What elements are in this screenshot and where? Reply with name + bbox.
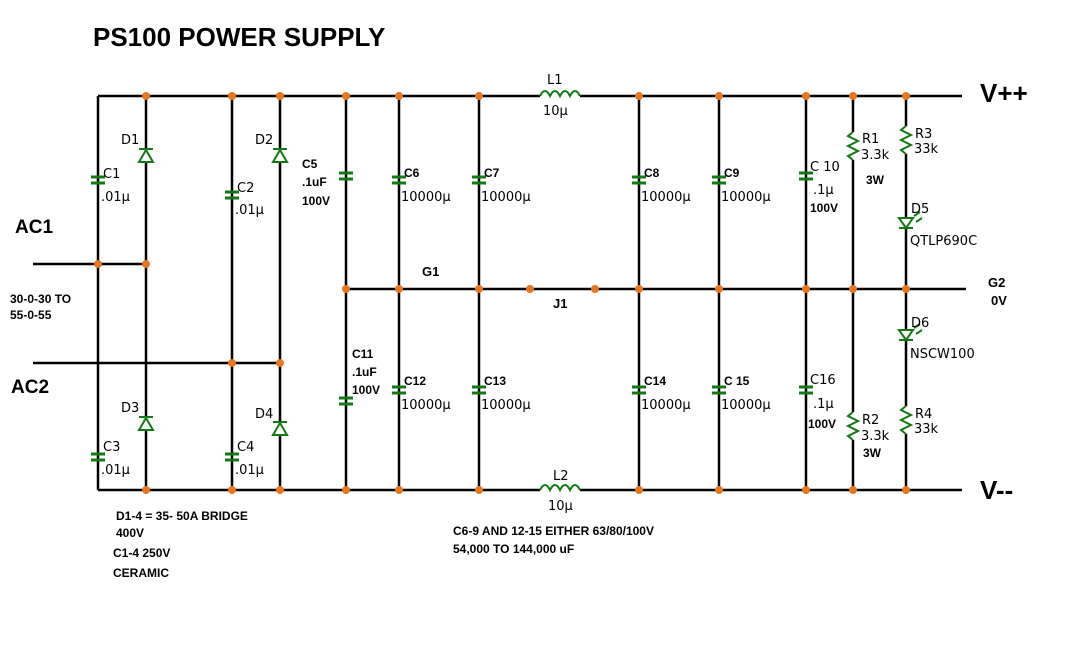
resistor-r2 xyxy=(845,411,861,441)
resistor-r2-wattage: 3W xyxy=(863,446,882,460)
cap-c10-voltage: 100V xyxy=(810,201,838,215)
ceramic-note-line2: CERAMIC xyxy=(113,566,169,580)
bridge-note-line2: 400V xyxy=(116,526,144,540)
transformer-note-line1: 30-0-30 TO xyxy=(10,292,71,306)
bridge-note-line1: D1-4 = 35- 50A BRIDGE xyxy=(116,509,248,523)
diode-d1 xyxy=(137,148,155,163)
junction-dots xyxy=(94,92,910,494)
bulk-caps-note-line2: 54,000 TO 144,000 uF xyxy=(453,542,574,556)
led-d6-part: NSCW100 xyxy=(910,347,975,362)
inductor-l2-label: L2 xyxy=(553,469,569,484)
cap-c4-label: C4 xyxy=(237,440,254,455)
led-d5 xyxy=(897,211,923,230)
cap-c11-voltage: 100V xyxy=(352,383,380,397)
diode-d2 xyxy=(271,148,289,163)
cap-c13-label: C13 xyxy=(484,374,506,388)
cap-c10-label: C 10 xyxy=(810,160,840,175)
inductor-l2-value: 10µ xyxy=(548,499,573,514)
cap-c16-label: C16 xyxy=(810,373,836,388)
led-d6-label: D6 xyxy=(911,316,929,331)
diode-d4 xyxy=(271,421,289,436)
resistor-r1 xyxy=(845,131,861,161)
diode-d2-label: D2 xyxy=(255,133,273,148)
diode-d3 xyxy=(137,416,155,431)
bulk-caps-note-line1: C6-9 AND 12-15 EITHER 63/80/100V xyxy=(453,524,654,538)
transformer-note-line2: 55-0-55 xyxy=(10,308,52,322)
cap-c14-label: C14 xyxy=(644,374,666,388)
cap-c3-label: C3 xyxy=(103,440,120,455)
resistor-r2-value: 3.3k xyxy=(861,429,890,444)
resistor-r3 xyxy=(898,125,914,155)
ceramic-note-line1: C1-4 250V xyxy=(113,546,170,560)
cap-c8-value: 10000µ xyxy=(641,190,691,205)
rail-label-vpp: V++ xyxy=(980,78,1028,108)
cap-c6-label: C6 xyxy=(404,166,420,180)
input-label-ac1: AC1 xyxy=(15,217,53,238)
diode-d3-label: D3 xyxy=(121,401,139,416)
cap-c16-value: .1µ xyxy=(813,397,834,412)
cap-c5-value: .1uF xyxy=(302,175,327,189)
inductor-l1-label: L1 xyxy=(547,73,563,88)
cap-c5-label: C5 xyxy=(302,157,318,171)
inductor-l1-value: 10µ xyxy=(543,104,568,119)
rail-label-vmm: V-- xyxy=(980,475,1013,505)
cap-c7-value: 10000µ xyxy=(481,190,531,205)
cap-c12-value: 10000µ xyxy=(401,398,451,413)
cap-c15-label: C 15 xyxy=(724,374,750,388)
cap-c5-voltage: 100V xyxy=(302,194,330,208)
resistor-r2-label: R2 xyxy=(862,413,879,428)
resistor-r4-value: 33k xyxy=(914,422,939,437)
resistor-r4 xyxy=(898,405,914,435)
cap-c3-value: .01µ xyxy=(101,463,130,478)
resistor-r1-wattage: 3W xyxy=(866,173,885,187)
cap-c11-label: C11 xyxy=(352,347,374,361)
cap-c8-label: C8 xyxy=(644,166,660,180)
cap-c6-value: 10000µ xyxy=(401,190,451,205)
resistor-r4-label: R4 xyxy=(915,407,932,422)
cap-c11-value: .1uF xyxy=(352,365,377,379)
cap-c7-label: C7 xyxy=(484,166,500,180)
resistor-r1-label: R1 xyxy=(862,132,879,147)
diode-d1-label: D1 xyxy=(121,133,139,148)
capacitor-symbols xyxy=(89,171,815,462)
cap-c15-value: 10000µ xyxy=(721,398,771,413)
rail-label-g2: G2 xyxy=(988,275,1005,290)
rail-label-g1: G1 xyxy=(422,264,439,279)
inductor-l2 xyxy=(539,484,581,493)
cap-c9-value: 10000µ xyxy=(721,190,771,205)
led-d5-part: QTLP690C xyxy=(910,234,977,249)
led-d6 xyxy=(897,323,923,342)
led-d5-label: D5 xyxy=(911,202,929,217)
cap-c1-label: C1 xyxy=(103,167,120,182)
resistor-r3-label: R3 xyxy=(915,127,932,142)
resistor-r1-value: 3.3k xyxy=(861,148,890,163)
resistor-r3-value: 33k xyxy=(914,142,939,157)
input-label-ac2: AC2 xyxy=(11,377,49,398)
inductor-l1 xyxy=(539,90,581,99)
cap-c13-value: 10000µ xyxy=(481,398,531,413)
rail-label-g2-sub: 0V xyxy=(991,293,1007,308)
cap-c12-label: C12 xyxy=(404,374,426,388)
cap-c10-value: .1µ xyxy=(813,183,834,198)
cap-c1-value: .01µ xyxy=(101,190,130,205)
cap-c4-value: .01µ xyxy=(235,463,264,478)
cap-c14-value: 10000µ xyxy=(641,398,691,413)
cap-c2-value: .01µ xyxy=(235,203,264,218)
schematic-title: PS100 POWER SUPPLY xyxy=(93,22,385,52)
diode-d4-label: D4 xyxy=(255,407,273,422)
cap-c2-label: C2 xyxy=(237,181,254,196)
jumper-label-j1: J1 xyxy=(553,296,567,311)
cap-c16-voltage: 100V xyxy=(808,417,836,431)
cap-c9-label: C9 xyxy=(724,166,740,180)
